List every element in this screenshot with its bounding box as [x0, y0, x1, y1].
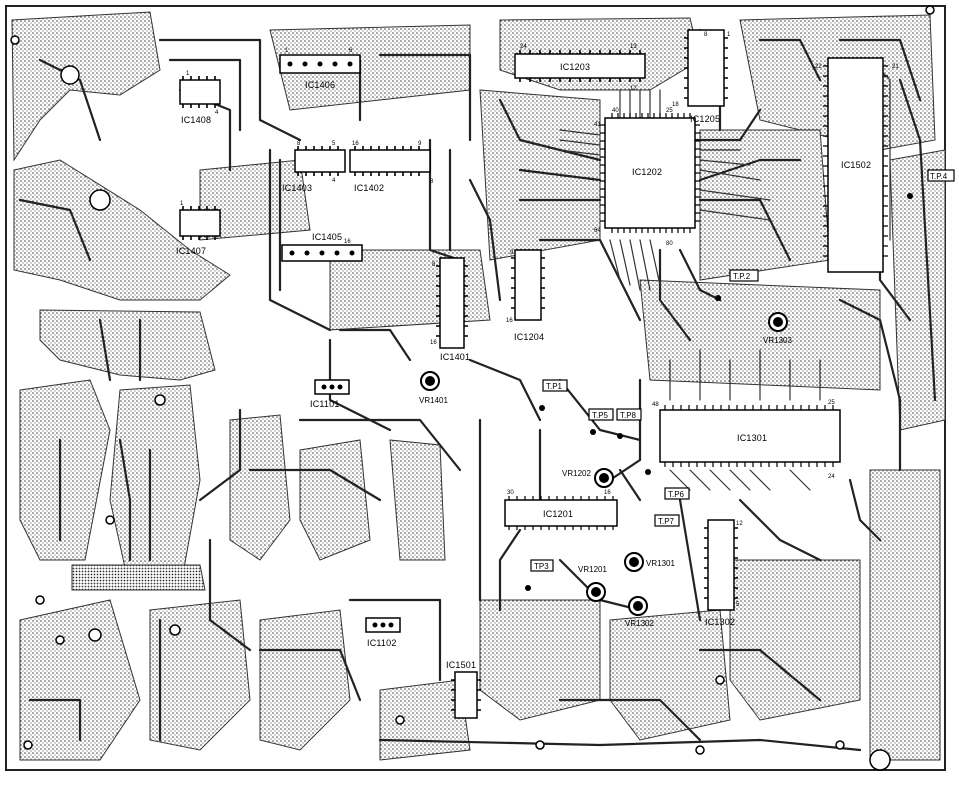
vr1301-label: VR1301 — [646, 559, 675, 568]
ic1501-label: IC1501 — [446, 660, 476, 670]
ic1204-label: IC1204 — [514, 332, 544, 342]
pin-number: 18 — [672, 102, 679, 108]
pin-number: 1 — [180, 201, 184, 207]
pin-number: 25 — [666, 108, 673, 114]
pin-number: 41 — [594, 122, 601, 128]
pin-number: 8 — [297, 141, 301, 147]
vr1201-label: VR1201 — [578, 565, 607, 574]
pin-numbers: 1 4 6 1 8 5 4 16 9 8 16 1 8 16 24 13 12 … — [180, 32, 899, 608]
pin-number: 9 — [510, 250, 514, 256]
ic1205-label: IC1205 — [690, 114, 720, 124]
ic-packages — [179, 29, 884, 719]
ic1102-label: IC1102 — [367, 638, 397, 648]
pin-number: 1 — [285, 48, 289, 54]
pin-number: 16 — [430, 340, 437, 346]
ic1403-label: IC1403 — [282, 183, 312, 193]
ic1502-pins — [823, 65, 888, 257]
tp-labels: T.P1 T.P.2 TP3 T.P.4 T.P5 T.P8 T.P6 T.P7 — [534, 172, 948, 571]
pin-number: 16 — [506, 318, 513, 324]
pin-number: 6 — [349, 48, 353, 54]
ic1401-label: IC1401 — [440, 352, 470, 362]
tp7-label: T.P7 — [658, 517, 675, 526]
pin-number: 13 — [630, 44, 637, 50]
pin-number: 25 — [828, 400, 835, 406]
vr-labels: VR1401 VR1202 VR1201 VR1301 VR1302 VR130… — [419, 336, 792, 628]
ic1202-label: IC1202 — [632, 167, 662, 177]
ic1502-label: IC1502 — [841, 160, 871, 170]
tp6-label: T.P6 — [668, 490, 685, 499]
pin-number: 8 — [432, 262, 436, 268]
pin-number: 16 — [352, 141, 359, 147]
ic-labels: IC1408 IC1406 IC1403 IC1402 IC1405 IC140… — [176, 62, 871, 670]
pin-number: 1 — [727, 32, 731, 38]
ic1301-label: IC1301 — [737, 433, 767, 443]
ic1402-label: IC1402 — [354, 183, 384, 193]
pin-number: 24 — [828, 474, 835, 480]
pin-number: 1 — [186, 71, 190, 77]
tp8-label: T.P8 — [620, 411, 637, 420]
pin-number: 16 — [604, 490, 611, 496]
ic1203-label: IC1203 — [560, 62, 590, 72]
pin-number: 22 — [815, 64, 822, 70]
pin-number: 8 — [430, 179, 434, 185]
vr1302-label: VR1302 — [625, 619, 654, 628]
vr1202-label: VR1202 — [562, 469, 591, 478]
pin-number: 4 — [215, 110, 219, 116]
ic1302-label: IC1302 — [705, 617, 735, 627]
ic1407-label: IC1407 — [176, 246, 206, 256]
pin-number: 4 — [332, 178, 336, 184]
qfp-pins — [600, 113, 700, 233]
pin-number: 64 — [594, 228, 601, 234]
vias — [10, 5, 935, 771]
pin-number: 5 — [332, 141, 336, 147]
ic-pins — [182, 37, 738, 711]
pin-number: 30 — [507, 490, 514, 496]
ic1201-pins — [508, 496, 614, 530]
pin-number: 12 — [630, 86, 637, 92]
ic1101-label: IC1101 — [310, 399, 340, 409]
connector-pads — [287, 61, 394, 628]
pin-number: 40 — [612, 108, 619, 114]
trimmers — [420, 312, 788, 616]
tp3-label: TP3 — [534, 562, 549, 571]
ic1301-pins — [664, 405, 834, 467]
test-point-boxes — [530, 169, 955, 572]
fine-traces — [559, 59, 891, 491]
tp5-label: T.P5 — [592, 411, 609, 420]
ic1406-label: IC1406 — [305, 80, 335, 90]
pin-number: 12 — [736, 521, 743, 527]
pin-number: 21 — [892, 64, 899, 70]
pin-number: 16 — [344, 239, 351, 245]
tp1-label: T.P1 — [546, 382, 563, 391]
pin-number: 5 — [736, 602, 740, 608]
pin-number: 9 — [418, 141, 422, 147]
tp4-label: T.P.4 — [930, 172, 948, 181]
pin-number: 80 — [666, 241, 673, 247]
pin-number: 8 — [704, 32, 708, 38]
ic1405-label: IC1405 — [312, 232, 342, 242]
pin-number: 48 — [652, 402, 659, 408]
vr1303-label: VR1303 — [763, 336, 792, 345]
vr1401-label: VR1401 — [419, 396, 448, 405]
pin-number: 24 — [520, 44, 527, 50]
ic1408-label: IC1408 — [181, 115, 211, 125]
copper-areas — [11, 11, 946, 761]
ic1201-label: IC1201 — [543, 509, 573, 519]
tp2-label: T.P.2 — [733, 272, 751, 281]
